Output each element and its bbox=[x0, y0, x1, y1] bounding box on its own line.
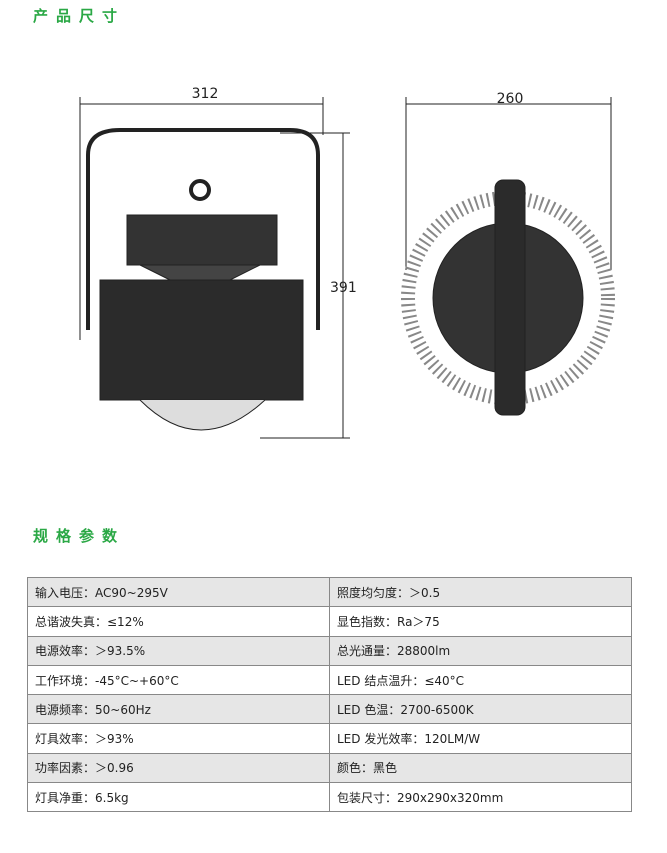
spec-cell: LED 色温：2700-6500K bbox=[329, 694, 632, 725]
dimension-height: 391 bbox=[330, 280, 357, 296]
spec-cell: 电源频率：50~60Hz bbox=[27, 694, 330, 725]
dimension-width-front: 312 bbox=[192, 86, 219, 102]
section-title-specs: 规格参数 bbox=[33, 527, 126, 545]
spec-cell: 灯具效率：＞93% bbox=[27, 723, 330, 754]
dimension-width-side: 260 bbox=[497, 91, 524, 107]
product-drawings: 312 391 260 bbox=[79, 86, 615, 439]
table-row: 灯具效率：＞93%LED 发光效率：120LM/W bbox=[27, 723, 632, 754]
table-row: 电源效率：＞93.5%总光通量：28800lm bbox=[27, 635, 632, 666]
spec-cell: 照度均匀度：＞0.5 bbox=[329, 576, 632, 608]
spec-cell: 颜色：黑色 bbox=[329, 752, 632, 784]
spec-cell: 输入电压：AC90~295V bbox=[27, 576, 330, 608]
spec-cell: 灯具净重：6.5kg bbox=[27, 782, 330, 813]
spec-cell: 工作环境：-45°C~+60°C bbox=[27, 664, 330, 696]
spec-cell: 电源效率：＞93.5% bbox=[27, 635, 330, 666]
spec-cell: 包装尺寸：290x290x320mm bbox=[329, 782, 632, 813]
spec-cell: 总光通量：28800lm bbox=[329, 635, 632, 666]
spec-cell: 总谐波失真：≤12% bbox=[27, 606, 330, 637]
table-row: 总谐波失真：≤12%显色指数：Ra＞75 bbox=[27, 606, 632, 637]
side-view-drawing bbox=[401, 97, 615, 416]
spec-cell: 功率因素：＞0.96 bbox=[27, 752, 330, 784]
spec-cell: LED 发光效率：120LM/W bbox=[329, 723, 632, 754]
section-title-dimensions: 产品尺寸 bbox=[33, 7, 126, 25]
spec-cell: LED 结点温升：≤40°C bbox=[329, 664, 632, 696]
front-view-drawing bbox=[79, 97, 350, 439]
spec-cell: 显色指数：Ra＞75 bbox=[329, 606, 632, 637]
